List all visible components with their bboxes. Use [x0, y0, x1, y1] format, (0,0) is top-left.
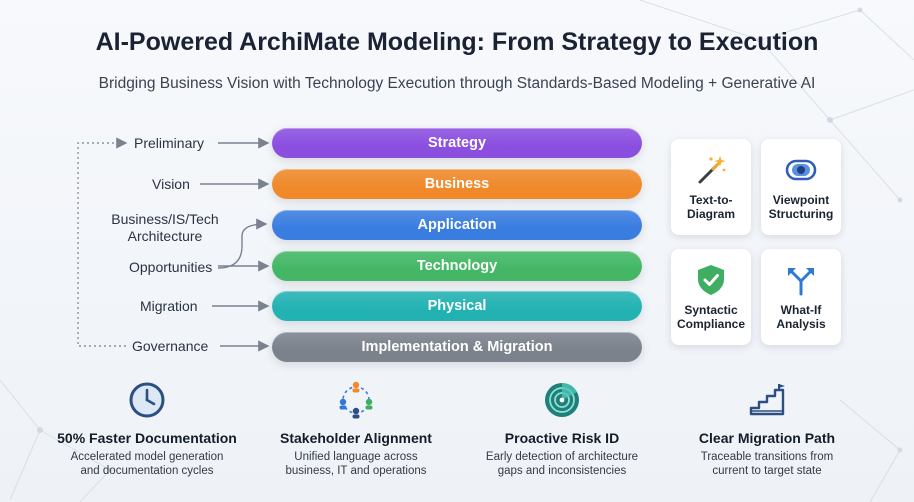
capability-syntactic-compliance: Syntactic Compliance — [671, 249, 751, 345]
layer-strategy: Strategy — [272, 128, 642, 158]
stairs-icon — [749, 384, 785, 416]
shield-check-icon — [698, 265, 724, 295]
magic-wand-icon — [698, 156, 726, 184]
benefit-stakeholder-alignment: Stakeholder Alignment Unified language a… — [256, 380, 456, 478]
layer-technology: Technology — [272, 251, 642, 281]
phase-migration: Migration — [140, 298, 198, 314]
layer-implementation-migration: Implementation & Migration — [272, 332, 642, 362]
branch-arrows-icon — [788, 268, 814, 296]
phase-vision: Vision — [152, 176, 190, 192]
benefit-faster-documentation: 50% Faster Documentation Accelerated mod… — [47, 380, 247, 478]
benefit-title: 50% Faster Documentation — [57, 430, 237, 446]
benefit-description: Unified language across business, IT and… — [285, 451, 427, 477]
benefit-description: Traceable transitions from current to ta… — [700, 451, 834, 477]
benefit-title: Stakeholder Alignment — [280, 430, 432, 446]
phase-governance: Governance — [132, 338, 209, 354]
phase-opportunities: Opportunities — [129, 259, 213, 275]
benefit-title: Proactive Risk ID — [504, 430, 620, 446]
benefit-clear-migration-path: Clear Migration Path Traceable transitio… — [667, 380, 867, 478]
radar-icon — [545, 383, 579, 417]
capability-label: Viewpoint Structuring — [768, 193, 834, 221]
capability-label: Text-to-Diagram — [686, 193, 736, 221]
page-title: AI-Powered ArchiMate Modeling: From Stra… — [95, 28, 819, 56]
people-network-icon — [339, 381, 373, 419]
layer-business: Business — [272, 169, 642, 199]
clock-icon — [129, 382, 165, 418]
phase-architecture: Business/IS/Tech Architecture — [111, 211, 219, 244]
layer-physical: Physical — [272, 291, 642, 321]
page-subtitle: Bridging Business Vision with Technology… — [98, 75, 816, 92]
phase-preliminary: Preliminary — [134, 135, 205, 151]
benefit-proactive-risk-id: Proactive Risk ID Early detection of arc… — [462, 380, 662, 478]
capability-label: What-If Analysis — [776, 303, 826, 331]
layer-application: Application — [272, 210, 642, 240]
capability-viewpoint-structuring: Viewpoint Structuring — [761, 139, 841, 235]
capability-label: Syntactic Compliance — [676, 303, 745, 331]
benefit-description: Accelerated model generation and documen… — [70, 451, 224, 477]
benefit-description: Early detection of architecture gaps and… — [485, 451, 639, 477]
capability-text-to-diagram: Text-to-Diagram — [671, 139, 751, 235]
capability-what-if-analysis: What-If Analysis — [761, 249, 841, 345]
eye-icon — [785, 159, 817, 181]
benefit-title: Clear Migration Path — [698, 430, 836, 446]
